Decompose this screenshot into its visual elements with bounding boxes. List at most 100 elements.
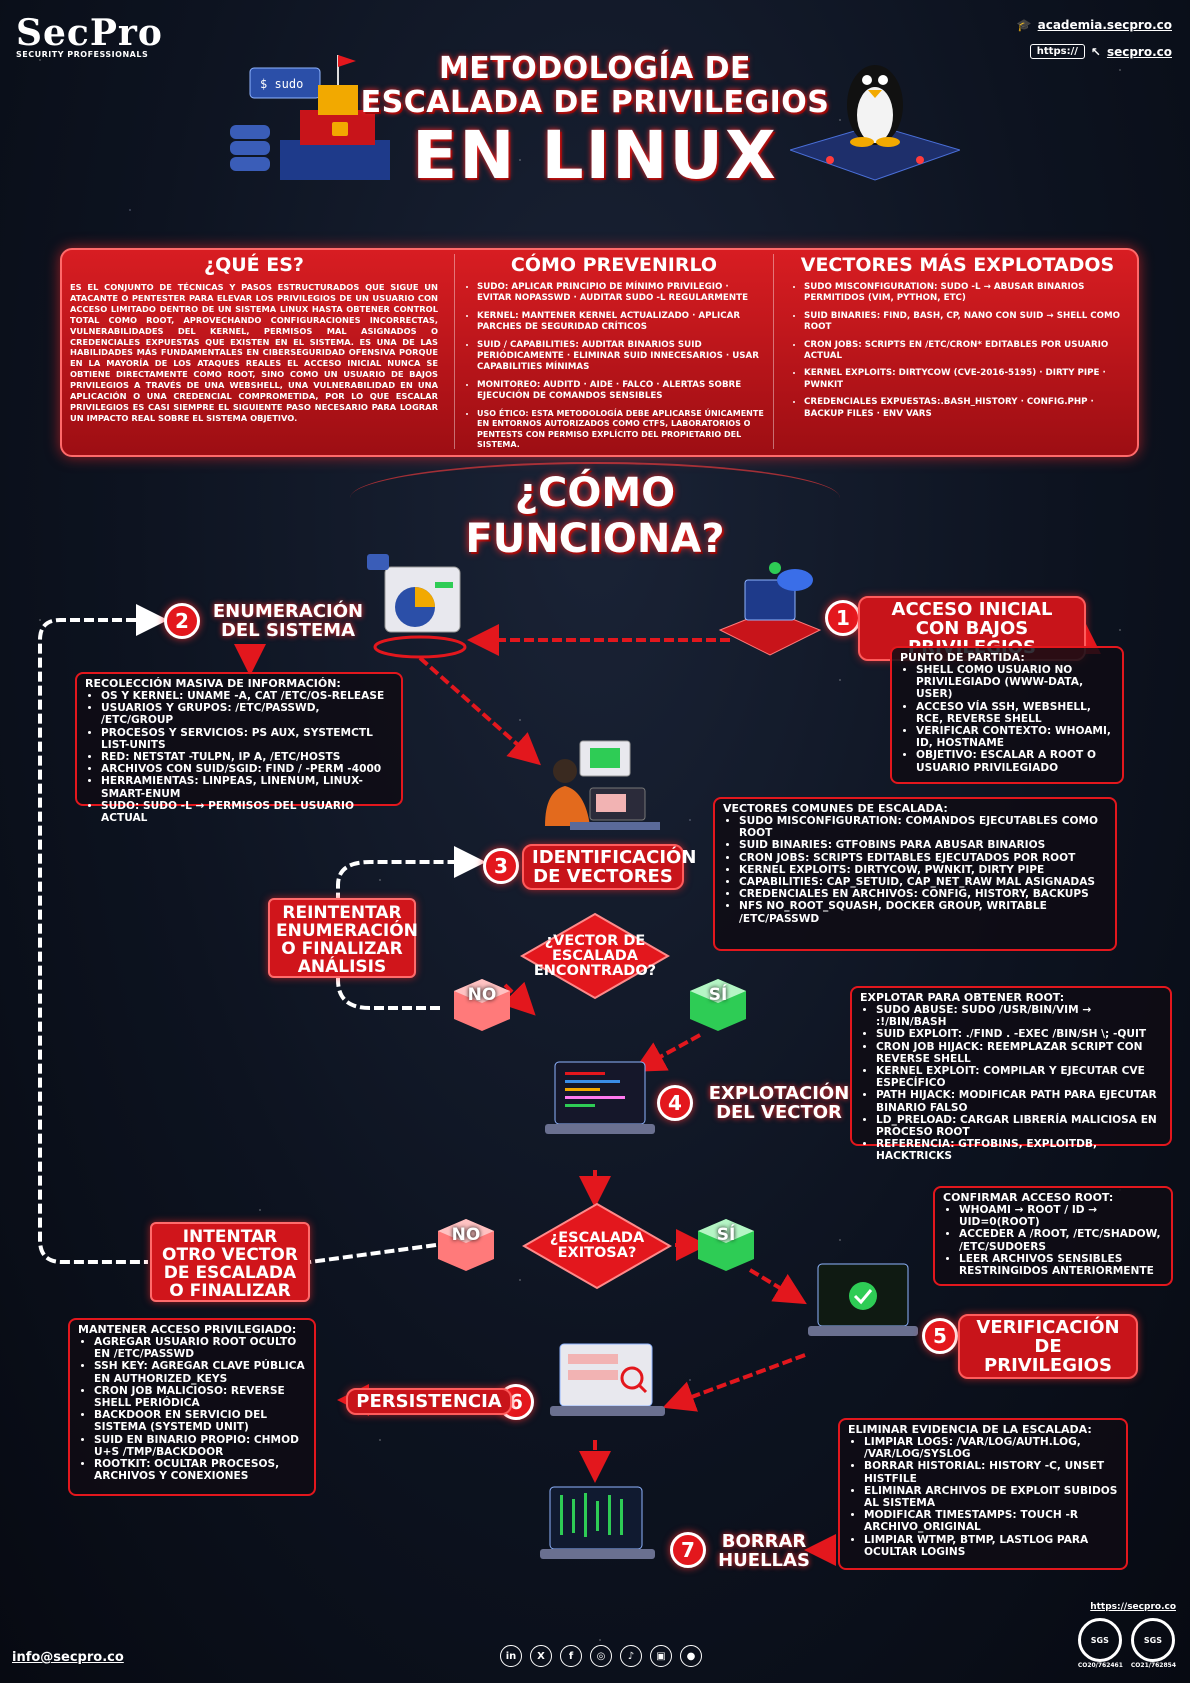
what-is-column: ¿QUÉ ES? Es el conjunto de técnicas y pa… — [70, 254, 438, 424]
list-item: SUID BINARIES: GTFOBINS PARA ABUSAR BINA… — [739, 839, 1107, 851]
step-4-number: 4 — [657, 1085, 693, 1121]
decision-escalation-success: ¿ESCALADA EXITOSA? — [522, 1202, 672, 1290]
github-icon[interactable]: ● — [680, 1645, 702, 1667]
list-item: SHELL COMO USUARIO NO PRIVILEGIADO (WWW-… — [916, 664, 1114, 701]
brand-tagline: SECURITY PROFESSIONALS — [16, 50, 149, 59]
list-item: MODIFICAR TIMESTAMPS: TOUCH -R ARCHIVO_O… — [864, 1509, 1118, 1533]
brand-name: SecPro — [16, 12, 163, 54]
list-item: SUDO: SUDO -L → PERMISOS DEL USUARIO ACT… — [101, 800, 393, 824]
list-item: SSH KEY: AGREGAR CLAVE PÚBLICA EN AUTHOR… — [94, 1360, 306, 1384]
code-laptop-illustration — [545, 1061, 655, 1134]
yes-label-2: SÍ — [716, 1225, 736, 1245]
step-2-info-title: RECOLECCIÓN MASIVA DE INFORMACIÓN: — [85, 677, 341, 690]
list-item: ACCEDER A /ROOT, /ETC/SHADOW, /ETC/SUDOE… — [959, 1228, 1163, 1252]
list-item: MONITOREO: AUDITD · AIDE · FALCO · ALERT… — [477, 380, 765, 403]
list-item: ACCESO VÍA SSH, WEBSHELL, RCE, REVERSE S… — [916, 701, 1114, 725]
list-item: SUID EXPLOIT: ./FIND . -EXEC /BIN/SH \; … — [876, 1028, 1162, 1040]
list-item: SUID / CAPABILITIES: AUDITAR BINARIOS SU… — [477, 340, 765, 374]
url-box: https:// — [1029, 44, 1085, 59]
step-5-info-title: CONFIRMAR ACCESO ROOT: — [943, 1191, 1114, 1204]
list-item: LD_PRELOAD: CARGAR LIBRERÍA MALICIOSA EN… — [876, 1114, 1162, 1138]
step-4-info-title: EXPLOTAR PARA OBTENER ROOT: — [860, 991, 1065, 1004]
step-2-number: 2 — [164, 603, 200, 639]
list-item: KERNEL EXPLOIT: COMPILAR Y EJECUTAR CVE … — [876, 1065, 1162, 1089]
step-1-info-title: PUNTO DE PARTIDA: — [900, 651, 1025, 664]
sgs-seal-icon: SGS — [1077, 1618, 1122, 1662]
list-item: VERIFICAR CONTEXTO: WHOAMI, ID, HOSTNAME — [916, 725, 1114, 749]
list-item: USUARIOS Y GRUPOS: /ETC/PASSWD, /ETC/GRO… — [101, 702, 393, 726]
academy-link[interactable]: academia.secpro.co — [1037, 18, 1172, 32]
search-laptop-illustration — [550, 1343, 665, 1416]
step-5-number: 5 — [922, 1318, 958, 1354]
list-item: SUDO ABUSE: SUDO /USR/BIN/VIM → :!/BIN/B… — [876, 1004, 1162, 1028]
secpro-logo: SecPro SECURITY PROFESSIONALS — [16, 12, 166, 59]
twitch-icon[interactable]: ▣ — [650, 1645, 672, 1667]
list-item: CREDENCIALES EN ARCHIVOS: CONFIG, HISTOR… — [739, 888, 1107, 900]
list-item: KERNEL EXPLOITS: DIRTYCOW (CVE-2016-5195… — [804, 368, 1125, 391]
intro-panel: ¿QUÉ ES? Es el conjunto de técnicas y pa… — [60, 248, 1139, 457]
sudo-pyramid-illustration: $ sudo — [230, 55, 390, 180]
analyst-desk-illustration — [545, 740, 660, 830]
list-item: RED: NETSTAT -TULPN, IP A, /ETC/HOSTS — [101, 751, 393, 763]
decision-vector-found: ¿VECTOR DE ESCALADA ENCONTRADO? — [520, 912, 670, 1000]
certifications: https://secpro.co SGS CO20/762461 SGS CO… — [1077, 1602, 1176, 1669]
list-item: WHOAMI → ROOT / ID → UID=0(ROOT) — [959, 1204, 1163, 1228]
prevention-column: CÓMO PREVENIRLO SUDO: APLICAR PRINCIPIO … — [454, 254, 774, 449]
vectors-title: VECTORES MÁS EXPLOTADOS — [800, 254, 1115, 276]
retry-enumeration-box: REINTENTAR ENUMERACIÓN O FINALIZAR ANÁLI… — [268, 898, 418, 978]
site-link[interactable]: secpro.co — [1106, 44, 1172, 59]
prevention-list: SUDO: APLICAR PRINCIPIO DE MÍNIMO PRIVIL… — [463, 282, 765, 451]
list-item: OBJETIVO: ESCALAR A ROOT O USUARIO PRIVI… — [916, 749, 1114, 773]
footer-site-link[interactable]: https://secpro.co — [1090, 1602, 1176, 1612]
no-label-2: NO — [451, 1225, 481, 1245]
sgs-seal-icon: SGS — [1130, 1618, 1175, 1662]
step-4-info-box: EXPLOTAR PARA OBTENER ROOT: SUDO ABUSE: … — [850, 986, 1172, 1162]
contact-email-link[interactable]: info@secpro.co — [12, 1650, 124, 1665]
step-3-title: IDENTIFICACIÓN DE VECTORES — [522, 844, 696, 890]
step-7-info-title: ELIMINAR EVIDENCIA DE LA ESCALADA: — [848, 1423, 1092, 1436]
decision-1-text: ¿VECTOR DE ESCALADA ENCONTRADO? — [533, 932, 657, 979]
step-6-info-title: MANTENER ACCESO PRIVILEGIADO: — [78, 1323, 297, 1336]
step-7-title: BORRAR HUELLAS — [718, 1531, 810, 1571]
list-item: CRON JOB MALICIOSO: REVERSE SHELL PERIÓD… — [94, 1385, 306, 1409]
no-cube-2: NO — [436, 1215, 496, 1273]
step-7-info-box: ELIMINAR EVIDENCIA DE LA ESCALADA: LIMPI… — [838, 1418, 1128, 1570]
list-item: KERNEL EXPLOITS: DIRTYCOW, PWNKIT, DIRTY… — [739, 864, 1107, 876]
step-3-number: 3 — [483, 848, 519, 884]
facebook-icon[interactable]: f — [560, 1645, 582, 1667]
list-item: SUDO MISCONFIGURATION: COMANDOS EJECUTAB… — [739, 815, 1107, 839]
tiktok-icon[interactable]: ♪ — [620, 1645, 642, 1667]
linkedin-icon[interactable]: in — [500, 1645, 522, 1667]
vectors-column: VECTORES MÁS EXPLOTADOS SUDO MISCONFIGUR… — [790, 254, 1125, 426]
yes-cube-1: SÍ — [688, 975, 748, 1033]
what-is-text: Es el conjunto de técnicas y pasos estru… — [70, 282, 438, 423]
step-6-title: PERSISTENCIA — [346, 1388, 512, 1415]
list-item: REFERENCIA: GTFOBINS, EXPLOITDB, HACKTRI… — [876, 1138, 1162, 1162]
list-item: ELIMINAR ARCHIVOS DE EXPLOIT SUBIDOS AL … — [864, 1485, 1118, 1509]
list-item: PROCESOS Y SERVICIOS: PS AUX, SYSTEMCTL … — [101, 727, 393, 751]
list-item: NFS NO_ROOT_SQUASH, DOCKER GROUP, WRITAB… — [739, 900, 1107, 924]
step-7-number: 7 — [670, 1532, 706, 1568]
x-icon[interactable]: X — [530, 1645, 552, 1667]
try-other-vector-box: INTENTAR OTRO VECTOR DE ESCALADA O FINAL… — [150, 1222, 310, 1302]
cert-code-2: CO21/762854 — [1130, 1662, 1176, 1669]
step-4-title: EXPLOTACIÓN DEL VECTOR — [708, 1083, 850, 1123]
list-item: USO ÉTICO: ESTA METODOLOGÍA DEBE APLICAR… — [477, 409, 765, 451]
what-is-title: ¿QUÉ ES? — [204, 254, 304, 276]
cert-code-1: CO20/762461 — [1077, 1662, 1123, 1669]
list-item: BORRAR HISTORIAL: HISTORY -C, UNSET HIST… — [864, 1460, 1118, 1484]
step-5-title: VERIFICACIÓN DE PRIVILEGIOS — [958, 1314, 1138, 1379]
yes-label-1: SÍ — [708, 985, 728, 1005]
title-line-2: ESCALADA DE PRIVILEGIOS — [360, 85, 830, 120]
step-3-info-box: VECTORES COMUNES DE ESCALADA: SUDO MISCO… — [713, 797, 1117, 951]
instagram-icon[interactable]: ◎ — [590, 1645, 612, 1667]
title-line-1: METODOLOGÍA DE — [438, 51, 752, 86]
step-2-title: ENUMERACIÓN DEL SISTEMA — [212, 601, 364, 641]
decision-2-text: ¿ESCALADA EXITOSA? — [549, 1230, 645, 1261]
verified-laptop-illustration — [808, 1263, 918, 1336]
tux-penguin-illustration — [790, 65, 960, 181]
list-item: CRON JOBS: SCRIPTS EDITABLES EJECUTADOS … — [739, 852, 1107, 864]
analytics-dashboard-illustration — [367, 554, 467, 659]
header-links: 🎓 academia.secpro.co https:// ↖ secpro.c… — [1017, 18, 1172, 71]
